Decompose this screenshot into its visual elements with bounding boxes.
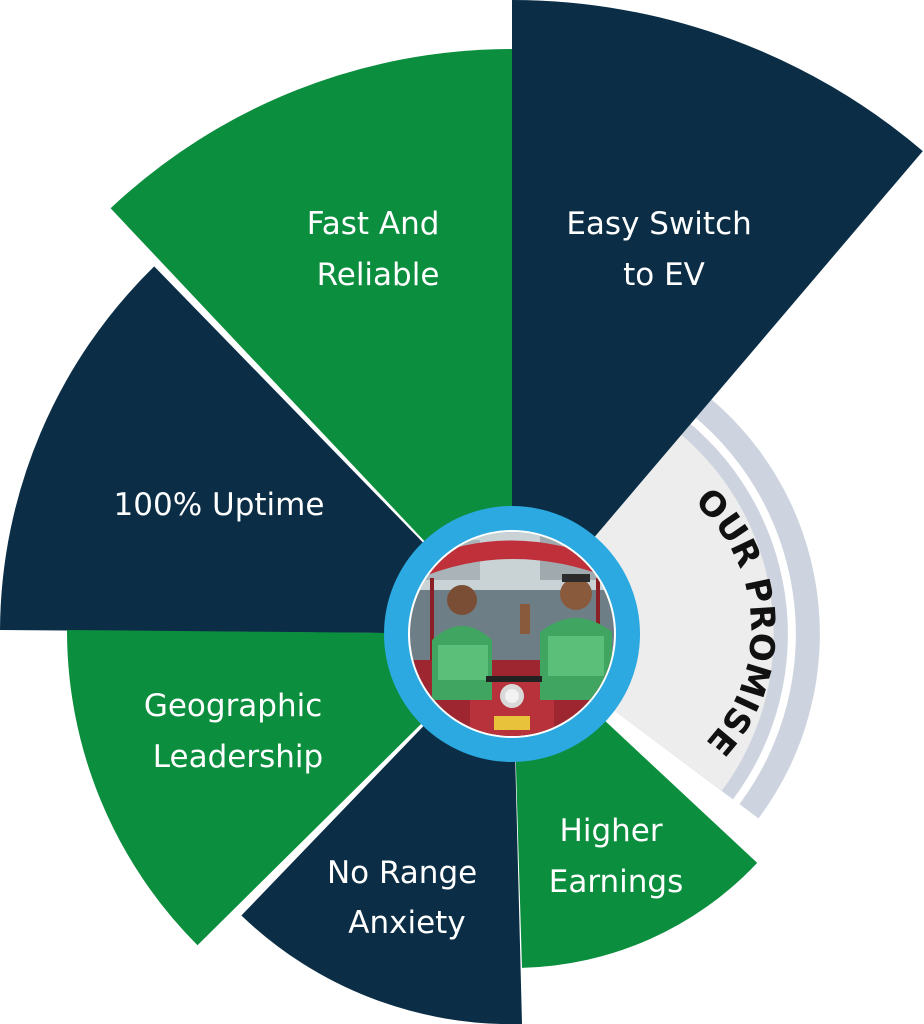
label-geographic-leadership: Geographic Leadership [144,688,332,775]
center-photo [384,506,640,762]
drivers-photo [410,532,614,736]
label-uptime: 100% Uptime [114,487,325,523]
segment-fast-reliable [110,48,512,634]
segment-easy-switch [512,0,923,634]
promise-fill [512,424,774,791]
label-fast-reliable: Fast And Reliable [307,206,450,293]
label-higher-earnings: Higher Earnings [549,813,684,900]
label-no-range-anxiety: No Range Anxiety [327,855,487,941]
label-easy-switch: Easy Switch to EV [566,206,761,293]
promise-sector: OUR PROMISE [512,386,820,819]
segment-uptime [0,266,512,634]
segment-geographic-leadership [66,630,513,946]
segment-labels: Easy Switch to EV Fast And Reliable 100%… [114,206,761,941]
